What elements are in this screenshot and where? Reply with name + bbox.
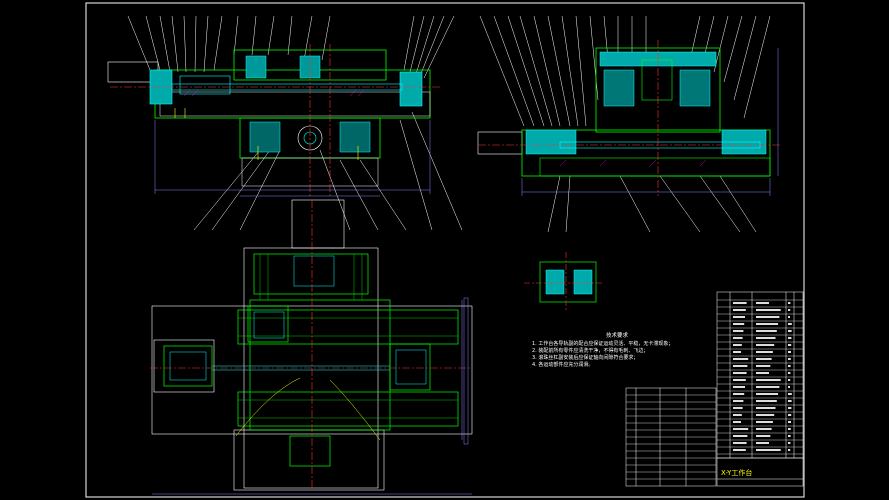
plan-view <box>150 199 473 495</box>
parts-cell-text <box>756 372 769 374</box>
parts-cell-text <box>756 309 781 311</box>
parts-cell-text <box>733 449 746 451</box>
parts-cell-text <box>756 407 776 409</box>
parts-cell-text <box>756 316 780 318</box>
parts-cell-text <box>756 330 777 332</box>
parts-cell-text <box>733 330 744 332</box>
parts-cell-text <box>733 400 744 402</box>
parts-cell-text <box>733 379 746 381</box>
parts-cell-text <box>756 351 773 353</box>
parts-cell-text <box>733 435 748 437</box>
parts-cell-text <box>788 316 790 318</box>
parts-cell-text <box>733 351 741 353</box>
tech-note-4: 4. 各运动部件应充分润滑。 <box>532 362 594 368</box>
parts-cell-text <box>756 323 779 325</box>
parts-cell-text <box>733 442 747 444</box>
drawing-title: X-Y工作台 <box>721 469 753 477</box>
parts-cell-text <box>733 414 742 416</box>
parts-cell-text <box>756 302 769 304</box>
parts-cell-text <box>788 365 791 367</box>
tech-note-1: 1. 工作台各导轨副的配合应保证运动灵活、平稳，无卡滞现象； <box>532 341 674 347</box>
parts-cell-text <box>788 386 790 388</box>
parts-cell-text <box>733 407 743 409</box>
parts-cell-text <box>756 435 771 437</box>
parts-cell-text <box>788 372 791 374</box>
parts-cell-text <box>756 449 781 451</box>
parts-cell-text <box>733 372 747 374</box>
parts-cell-text <box>733 421 741 423</box>
parts-cell-text <box>733 316 745 318</box>
parts-cell-text <box>788 449 791 451</box>
parts-cell-text <box>733 302 747 304</box>
parts-cell-text <box>733 386 745 388</box>
parts-cell-text <box>788 330 792 332</box>
parts-cell-text <box>788 435 791 437</box>
parts-cell-text <box>756 421 773 423</box>
parts-cell-text <box>756 386 780 388</box>
parts-cell-text <box>756 358 772 360</box>
parts-cell-text <box>788 379 791 381</box>
parts-cell-text <box>788 414 792 416</box>
detail-view <box>524 252 604 310</box>
parts-cell-text <box>756 428 772 430</box>
parts-cell-text <box>756 414 775 416</box>
parts-cell-text <box>756 337 776 339</box>
parts-cell-text <box>733 365 748 367</box>
parts-cell-text <box>733 358 749 360</box>
parts-cell-text <box>756 344 775 346</box>
tech-note-3: 3. 滚珠丝杠副安装后应保证轴向间隙符合要求； <box>532 355 639 361</box>
parts-cell-text <box>788 428 791 430</box>
parts-cell-text <box>788 323 792 325</box>
parts-cell-text <box>788 344 792 346</box>
parts-cell-text <box>788 442 791 444</box>
parts-cell-text <box>788 302 791 304</box>
parts-cell-text <box>788 407 792 409</box>
parts-cell-text <box>756 400 777 402</box>
front-section-view <box>107 15 463 231</box>
tech-note-2: 2. 装配前所有零件应清洗干净，不得有毛刺、飞边； <box>532 348 649 354</box>
parts-list-table <box>716 291 804 459</box>
parts-cell-text <box>756 365 771 367</box>
parts-cell-text <box>756 393 779 395</box>
technical-notes: 技术要求 1. 工作台各导轨副的配合应保证运动灵活、平稳，无卡滞现象； 2. 装… <box>532 333 702 369</box>
parts-cell-text <box>733 323 745 325</box>
drawing-border <box>85 2 805 498</box>
parts-cell-text <box>788 337 792 339</box>
parts-cell-text <box>788 358 791 360</box>
tech-notes-heading: 技术要求 <box>605 333 628 339</box>
parts-cell-text <box>788 351 791 353</box>
parts-cell-text <box>733 344 742 346</box>
parts-cell-text <box>756 379 781 381</box>
parts-cell-text <box>733 428 749 430</box>
parts-cell-text <box>733 393 745 395</box>
parts-cell-text <box>788 400 792 402</box>
parts-cell-text <box>733 309 746 311</box>
parts-cell-text <box>788 309 791 311</box>
parts-cell-text <box>788 393 792 395</box>
parts-cell-text <box>733 337 743 339</box>
side-section-view <box>477 15 780 233</box>
parts-cell-text <box>788 421 791 423</box>
parts-cell-text <box>756 442 769 444</box>
